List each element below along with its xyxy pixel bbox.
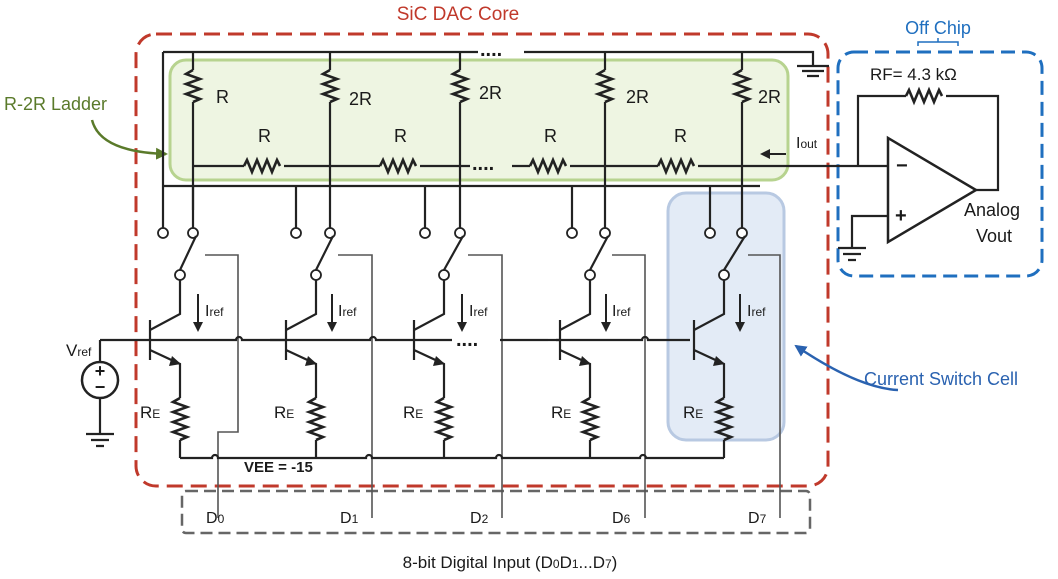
bit-label-d1: D1 <box>340 510 359 527</box>
opamp: − + <box>886 135 979 245</box>
shunt-label-2: 2R <box>479 83 502 103</box>
svg-text:−: − <box>95 377 106 397</box>
cell-label: Current Switch Cell <box>864 369 1018 389</box>
series-label-1: R <box>394 126 407 146</box>
iref-label-1: Iref <box>338 303 357 320</box>
shunt-label-4: 2R <box>758 87 781 107</box>
offchip-title: Off Chip <box>905 18 971 38</box>
series-label-3: R <box>674 126 687 146</box>
bit-label-d2: D2 <box>470 510 489 527</box>
ground-symbol-opamp <box>838 246 866 262</box>
shunt-label-0: R <box>216 87 229 107</box>
off-chip-frame <box>836 50 1044 278</box>
emitter-resistors <box>169 396 735 458</box>
cell-pointer-arrow <box>794 344 899 392</box>
shunt-resistors <box>182 52 753 210</box>
re-label-4: RE <box>683 403 703 422</box>
vout-label-line1: Analog <box>964 200 1020 220</box>
svg-text:−: − <box>896 155 908 177</box>
transistors <box>148 300 726 398</box>
control-lines <box>205 254 781 518</box>
vref-source: + − <box>80 340 120 448</box>
core-title: SiC DAC Core <box>397 4 519 25</box>
iref-label-0: Iref <box>205 303 224 320</box>
offchip-bracket <box>917 38 959 46</box>
re-label-2: RE <box>403 403 423 422</box>
re-label-1: RE <box>274 403 294 422</box>
series-label-2: R <box>544 126 557 146</box>
rf-label: RF= 4.3 kΩ <box>870 65 957 84</box>
top-rail-dots: .... <box>480 39 502 61</box>
ladder-label: R-2R Ladder <box>4 94 107 114</box>
vee-label: VEE = -15 <box>244 459 313 476</box>
iref-arrows <box>193 294 745 332</box>
re-label-0: RE <box>140 403 160 422</box>
shunt-label-3: 2R <box>626 87 649 107</box>
bit-label-d0: D0 <box>206 510 225 527</box>
vref-label: Vref <box>66 341 92 360</box>
digital-input-caption: 8-bit Digital Input (D0D1...D7) <box>403 553 618 572</box>
r2r-ladder-region <box>168 58 790 182</box>
switch-columns <box>157 166 748 300</box>
series-resistors <box>193 156 858 176</box>
iout-label: Iout <box>796 135 818 152</box>
bit-label-d6: D6 <box>612 510 631 527</box>
shunt-label-1: 2R <box>349 89 372 109</box>
iref-label-2: Iref <box>469 303 488 320</box>
ladder-dots: .... <box>472 153 494 175</box>
vout-label-line2: Vout <box>976 226 1012 246</box>
digital-input-frame <box>180 489 812 535</box>
series-label-0: R <box>258 126 271 146</box>
iref-label-3: Iref <box>612 303 631 320</box>
ladder-pointer-arrow <box>90 119 168 160</box>
svg-text:+: + <box>895 205 907 227</box>
dac-core-frame <box>134 32 830 488</box>
re-label-3: RE <box>551 403 571 422</box>
iref-label-4: Iref <box>747 303 766 320</box>
base-rail-dots: .... <box>456 329 478 351</box>
ground-symbol-top <box>797 64 829 78</box>
bit-label-d7: D7 <box>748 510 767 527</box>
svg-text:+: + <box>95 361 106 381</box>
